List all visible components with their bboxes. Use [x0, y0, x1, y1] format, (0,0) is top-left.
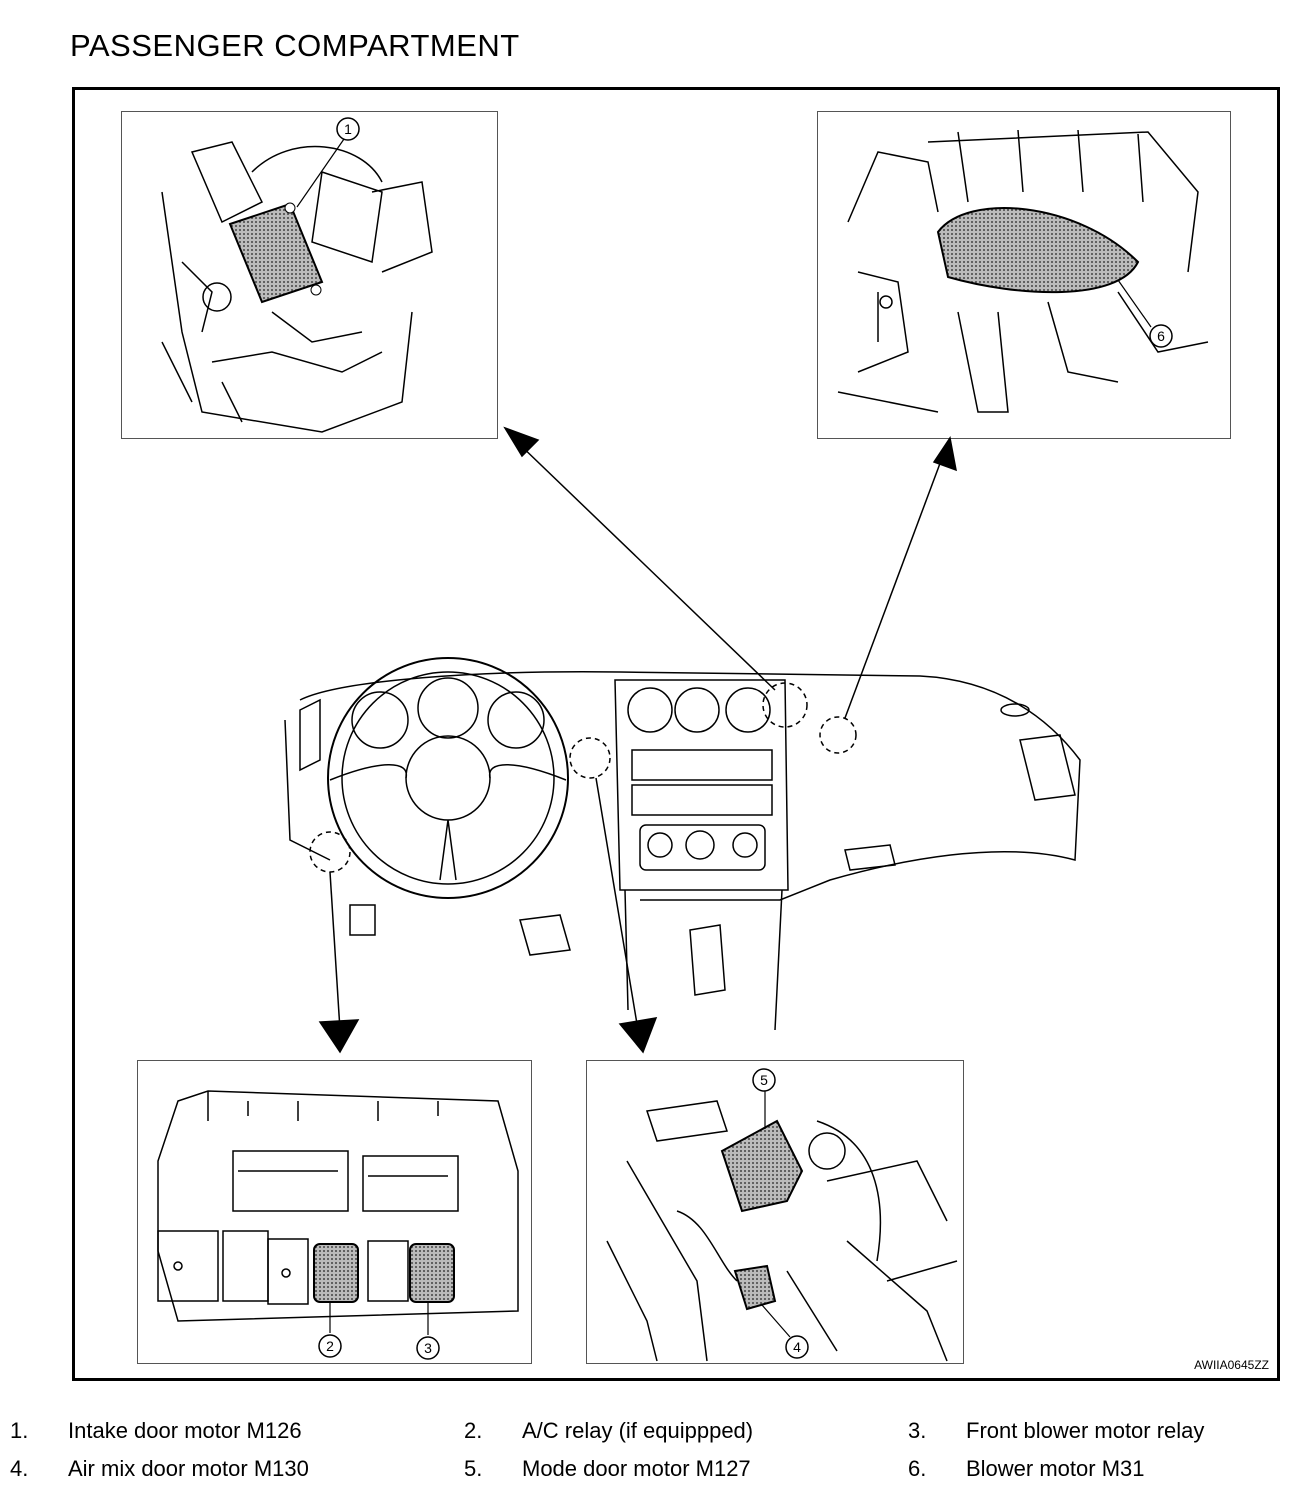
- callout-2: [318, 1334, 342, 1358]
- callout-1: [336, 117, 360, 141]
- location-relay-box: [309, 831, 351, 873]
- figure-code: AWIIA0645ZZ: [1194, 1358, 1269, 1372]
- arrowhead-blower: [932, 436, 957, 472]
- callout-2-label: 2: [326, 1338, 334, 1354]
- callout-6: [1149, 324, 1173, 348]
- callout-4: [785, 1335, 809, 1359]
- blower-motor-drawing: 6: [837, 129, 1209, 413]
- inset-blower-motor: 6: [817, 111, 1231, 439]
- instrument-panel: [284, 657, 1081, 1031]
- arrowhead-door-motors: [618, 1017, 658, 1054]
- arrowhead-intake: [503, 426, 540, 458]
- arrow-to-door-motors: [595, 777, 639, 1031]
- diagram-frame: AWIIA0645ZZ: [72, 87, 1280, 1381]
- arrow-to-relay-box: [329, 871, 341, 1031]
- callout-3: [416, 1336, 440, 1360]
- door-motors-drawing: 5 4: [606, 1068, 958, 1362]
- inset-door-motors: 5 4: [586, 1060, 964, 1364]
- arrow-to-intake-door-motor: [514, 439, 776, 691]
- callout-3-label: 3: [424, 1340, 432, 1356]
- arrowhead-relay: [318, 1019, 360, 1054]
- arrow-to-blower-motor: [844, 449, 946, 719]
- callout-6-label: 6: [1157, 328, 1165, 344]
- location-intake-door-motor: [762, 682, 808, 728]
- relay-box-drawing: 2 3: [157, 1090, 519, 1360]
- callout-5-label: 5: [760, 1072, 768, 1088]
- callout-1-label: 1: [344, 121, 352, 137]
- callout-5: [752, 1068, 776, 1092]
- inset-intake-door-motor: 1: [121, 111, 498, 439]
- inset-relay-box: 2 3: [137, 1060, 532, 1364]
- location-blower-motor: [819, 716, 857, 754]
- intake-door-motor-drawing: 1: [161, 117, 433, 433]
- callout-4-label: 4: [793, 1339, 801, 1355]
- location-door-motors: [569, 737, 611, 779]
- page-title: PASSENGER COMPARTMENT: [70, 28, 520, 63]
